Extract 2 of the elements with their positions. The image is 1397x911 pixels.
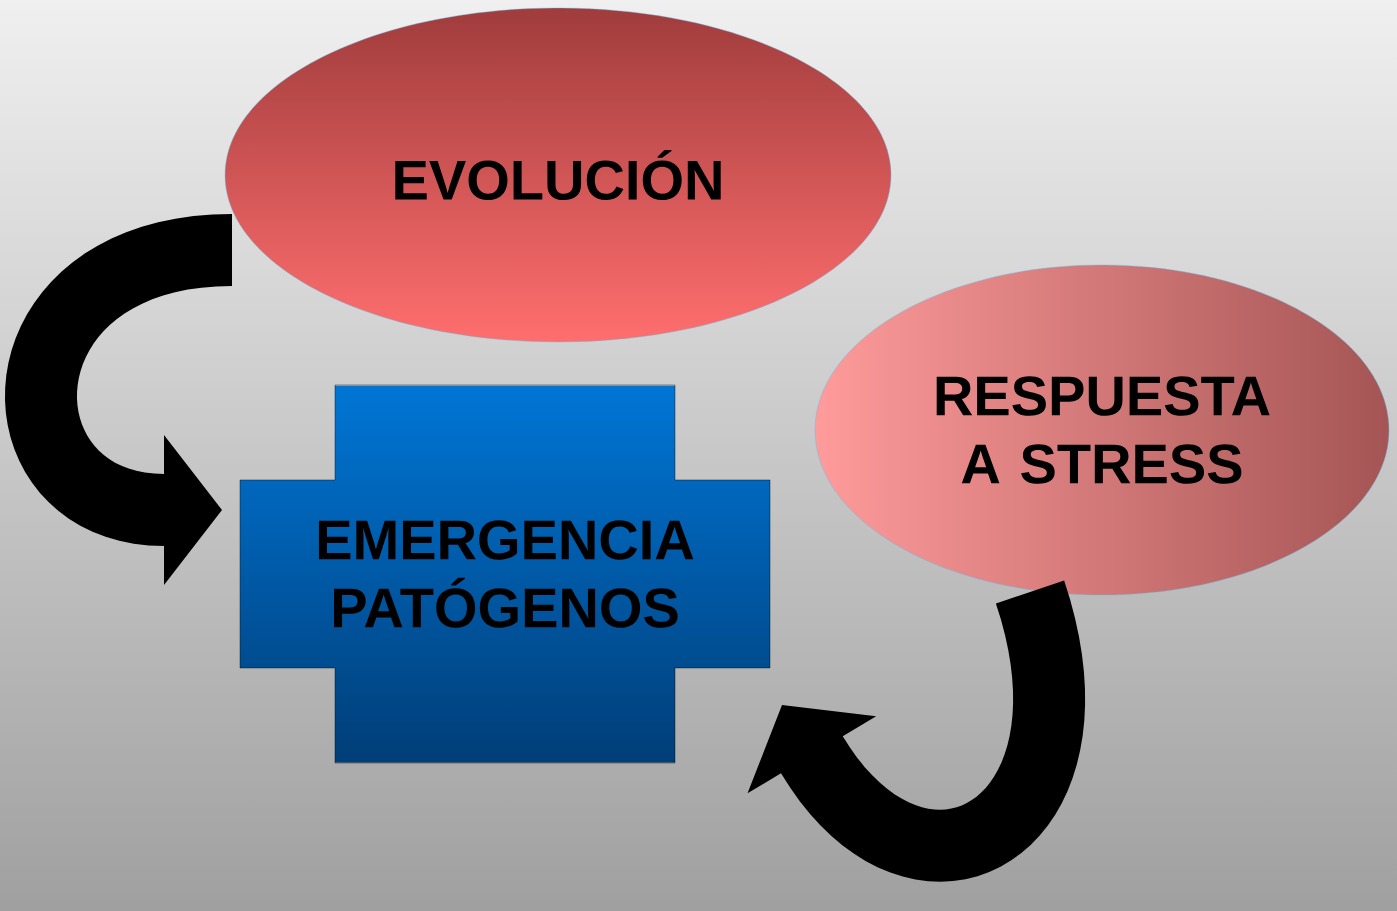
curved-arrow xyxy=(5,214,232,585)
curved-arrow xyxy=(747,580,1086,882)
